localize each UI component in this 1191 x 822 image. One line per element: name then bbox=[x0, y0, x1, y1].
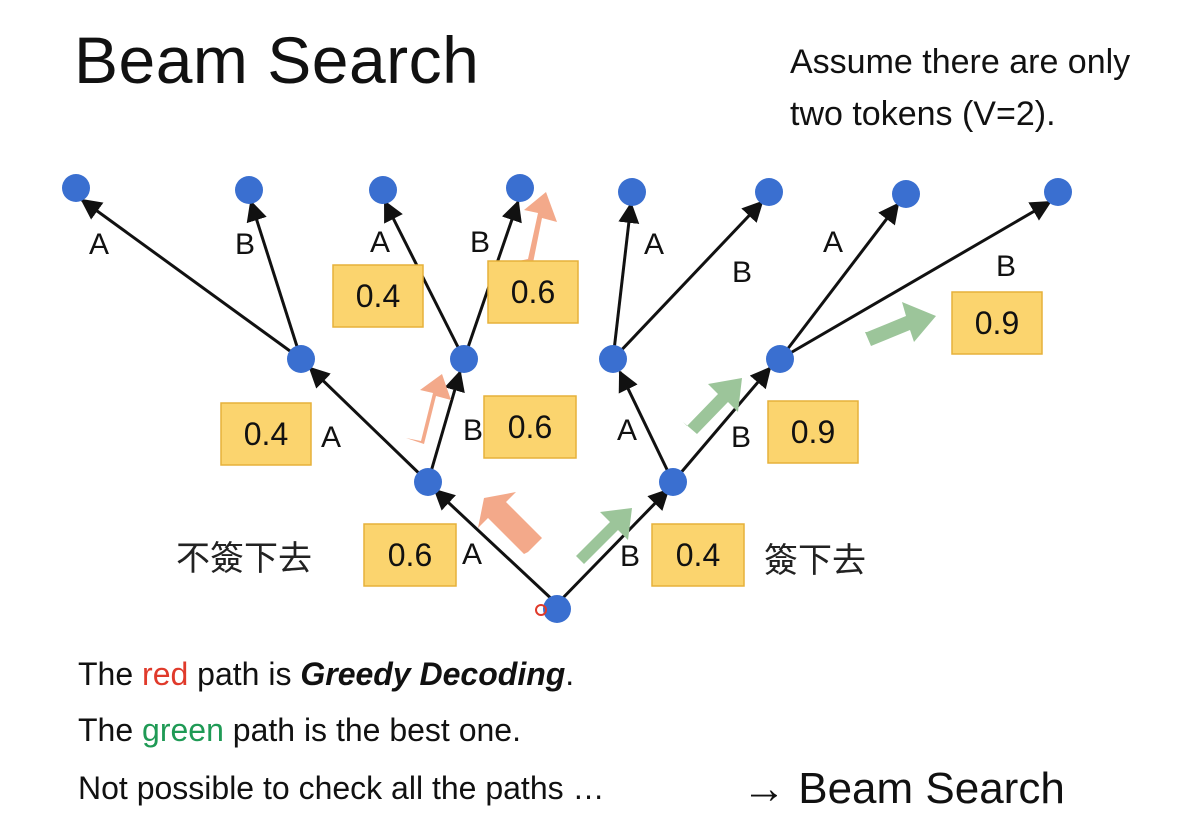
edge-n3-to-leaf5 bbox=[611, 201, 640, 360]
node-l1-b bbox=[659, 468, 687, 496]
footer-red-word: red bbox=[142, 656, 189, 692]
prob-box-n4-b bbox=[951, 291, 1043, 355]
edge-l1b-to-n4 bbox=[671, 366, 772, 483]
beam-search-callout: → Beam Search bbox=[742, 764, 1065, 813]
edge-l1a-to-n2 bbox=[426, 369, 465, 483]
node-l1-a bbox=[414, 468, 442, 496]
label-n1-b: B bbox=[235, 228, 255, 261]
prob-box-l1b-b bbox=[767, 400, 859, 464]
node-l2-3 bbox=[599, 345, 627, 373]
leaf-node-2 bbox=[235, 176, 263, 204]
label-n4-b: B bbox=[996, 250, 1016, 283]
label-l1b-b: B bbox=[731, 421, 751, 454]
edge-n1-to-leaf1 bbox=[80, 198, 302, 361]
footer-line1-prefix: The bbox=[78, 656, 143, 692]
edge-n1-to-leaf2 bbox=[246, 199, 303, 360]
edge-root-to-l1b bbox=[555, 488, 670, 606]
prob-root-a: 0.6 bbox=[388, 537, 432, 573]
label-n3-a: A bbox=[644, 228, 664, 261]
annotation-sign: 簽下去 bbox=[764, 541, 866, 581]
edge-n4-to-leaf7 bbox=[778, 202, 900, 360]
green-arrow-2 bbox=[683, 378, 742, 434]
footer-green-word: green bbox=[142, 712, 224, 748]
label-l1b-a: A bbox=[617, 414, 637, 447]
leaf-node-3 bbox=[369, 176, 397, 204]
node-l2-2 bbox=[450, 345, 478, 373]
prob-l1a-b: 0.6 bbox=[508, 409, 552, 445]
label-l1a-b: B bbox=[463, 414, 483, 447]
edge-n4-to-leaf8 bbox=[779, 200, 1052, 361]
footer-line2-suffix: path is the best one. bbox=[223, 712, 521, 748]
greedy-path-arrows bbox=[406, 192, 557, 554]
node-l2-4 bbox=[766, 345, 794, 373]
footer-line-greedy: The red path is Greedy Decoding. bbox=[78, 656, 574, 693]
edge-l1b-to-n3 bbox=[618, 370, 675, 483]
label-n1-a: A bbox=[89, 228, 109, 261]
green-arrow-3 bbox=[865, 302, 936, 346]
edge-l1a-to-n1 bbox=[308, 366, 430, 484]
prob-box-root-a bbox=[363, 523, 457, 587]
edge-labels: A B A B A B A B A B A B A B bbox=[89, 226, 1016, 573]
prob-box-n2-a bbox=[332, 264, 424, 328]
label-n3-b: B bbox=[732, 256, 752, 289]
slide-title: Beam Search bbox=[74, 23, 480, 97]
best-path-arrows bbox=[570, 302, 936, 564]
prob-box-l1a-a bbox=[220, 402, 312, 466]
label-n2-b: B bbox=[470, 226, 490, 259]
leaf-node-4 bbox=[506, 174, 534, 202]
root-node bbox=[543, 595, 571, 623]
prob-box-n2-b bbox=[487, 260, 579, 324]
leaf-node-5 bbox=[618, 178, 646, 206]
footer-line-best: The green path is the best one. bbox=[78, 712, 521, 749]
assumption-note: Assume there are only two tokens (V=2). bbox=[790, 36, 1130, 140]
label-root-a: A bbox=[462, 538, 482, 571]
note-line-1: Assume there are only bbox=[790, 43, 1131, 81]
prob-l1b-b: 0.9 bbox=[791, 414, 835, 450]
cursor-marker bbox=[535, 604, 547, 616]
probability-values: 0.6 0.4 0.4 0.6 0.9 0.4 0.6 0.9 bbox=[244, 274, 1019, 573]
label-l1a-a: A bbox=[321, 421, 341, 454]
footer-line2-prefix: The bbox=[78, 712, 143, 748]
label-n2-a: A bbox=[370, 226, 390, 259]
red-arrow-1 bbox=[478, 492, 542, 554]
edge-n2-to-leaf3 bbox=[383, 200, 466, 360]
red-arrow-2 bbox=[406, 374, 451, 444]
leaf-node-1 bbox=[62, 174, 90, 202]
edge-root-to-l1a bbox=[433, 488, 559, 606]
footer-line-not-possible: Not possible to check all the paths … bbox=[78, 770, 605, 806]
prob-box-l1a-b bbox=[483, 395, 577, 459]
red-arrow-3 bbox=[514, 192, 557, 268]
leaf-node-6 bbox=[755, 178, 783, 206]
footer-line1-suffix: . bbox=[565, 656, 575, 692]
label-n4-a: A bbox=[823, 226, 843, 259]
footer-line1-middle: path is bbox=[188, 656, 301, 692]
edge-n3-to-leaf6 bbox=[611, 200, 764, 361]
node-l2-1 bbox=[287, 345, 315, 373]
tree-nodes bbox=[62, 174, 1072, 623]
leaf-node-8 bbox=[1044, 178, 1072, 206]
leaf-node-7 bbox=[892, 180, 920, 208]
prob-n2-a: 0.4 bbox=[356, 278, 400, 314]
footer-greedy-decoding: Greedy Decoding bbox=[300, 656, 566, 692]
prob-n2-b: 0.6 bbox=[511, 274, 555, 310]
prob-root-b: 0.4 bbox=[676, 537, 720, 573]
green-arrow-1 bbox=[570, 508, 632, 564]
prob-l1a-a: 0.4 bbox=[244, 416, 288, 452]
prob-n4-b: 0.9 bbox=[975, 305, 1019, 341]
note-line-2: two tokens (V=2). bbox=[790, 95, 1056, 133]
tree-edges bbox=[80, 198, 1052, 606]
annotation-not-sign: 不簽下去 bbox=[176, 539, 312, 579]
probability-boxes bbox=[220, 260, 1043, 587]
prob-box-root-b bbox=[651, 523, 745, 587]
label-root-b: B bbox=[620, 540, 640, 573]
